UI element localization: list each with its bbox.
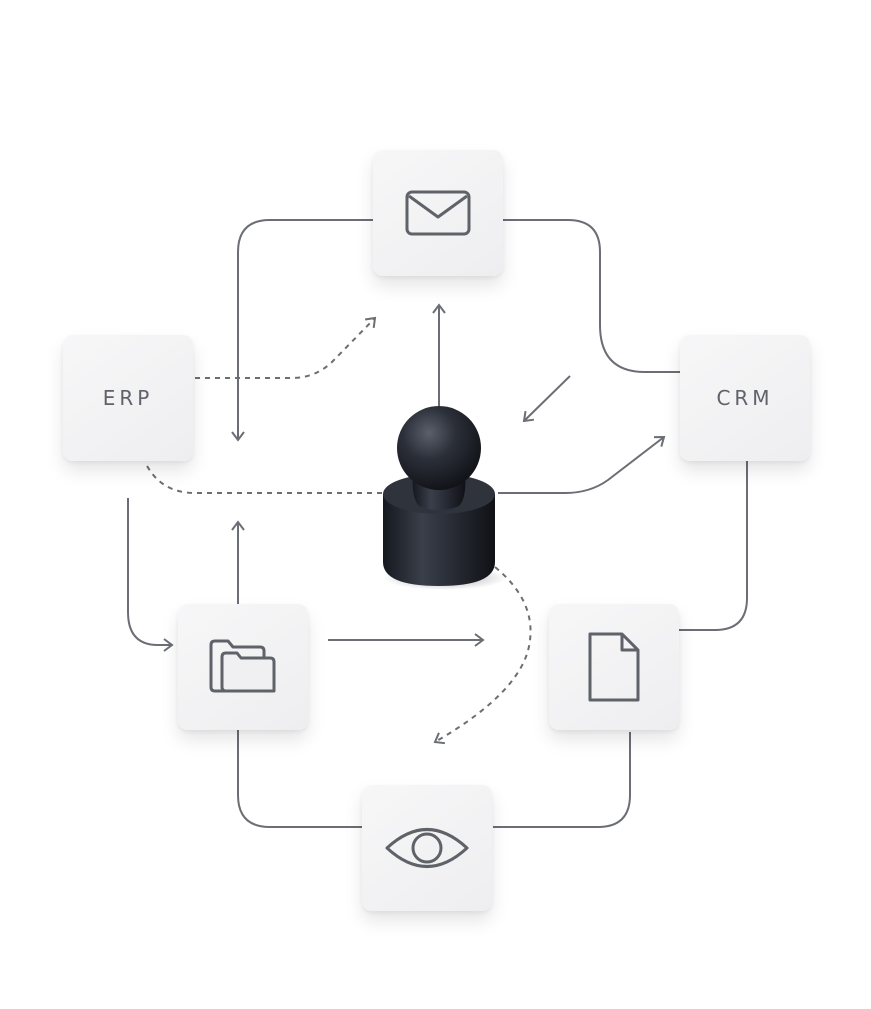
connector-eye-to-folder [237, 730, 362, 828]
folder-node[interactable] [178, 604, 308, 730]
connector-crm-to-center [522, 375, 571, 423]
user-pawn-icon [383, 406, 505, 590]
connector-center-to-crm [498, 435, 666, 494]
folder-icon [209, 639, 276, 693]
eye-icon [385, 828, 469, 868]
eye-node[interactable] [362, 785, 492, 911]
erp-label: ERP [102, 386, 154, 410]
connector-mail-to-crm [503, 219, 680, 373]
connector-document-to-eye [493, 732, 631, 828]
connector-erp-to-folder [127, 498, 174, 652]
document-node[interactable] [549, 604, 679, 730]
connector-crm-to-document [679, 461, 748, 631]
envelope-icon [405, 190, 471, 236]
dashed-erp-to-mail [195, 316, 377, 379]
mail-node[interactable] [373, 150, 503, 276]
connector-mail-to-center-left [231, 219, 373, 442]
dashed-center-to-erp [144, 461, 382, 494]
crm-label: CRM [716, 386, 774, 410]
erp-node[interactable]: ERP [63, 335, 193, 461]
crm-node[interactable]: CRM [680, 335, 810, 461]
dashed-center-to-eye [433, 566, 532, 745]
document-icon [588, 632, 640, 702]
